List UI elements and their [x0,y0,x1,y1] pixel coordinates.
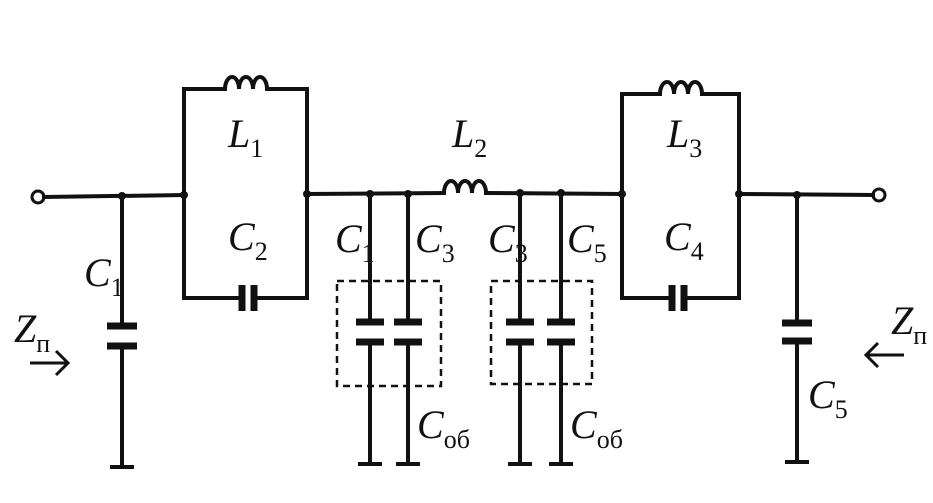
label-c1-left: C1 [84,250,124,302]
junction-dots [118,189,801,200]
label-z-left: Zп [14,306,50,358]
label-cob-right: Cоб [570,402,623,454]
label-c4: C4 [664,214,704,266]
shunt-capacitor-c5 [782,193,812,464]
tank-l1-c2 [182,75,309,311]
main-line [41,190,876,200]
label-c2: C2 [228,214,268,266]
inductor-l2 [441,179,489,196]
varactor-group-left [335,192,443,466]
varactor-group-right [489,191,594,466]
label-c5-box: C5 [567,216,607,268]
label-c5-right: C5 [808,372,848,424]
arrow-left-icon [863,341,904,369]
label-l3: L3 [666,111,702,163]
label-c3-box1: C3 [415,216,455,268]
label-c1-box: C1 [335,216,375,268]
shunt-capacitor-c1 [107,194,137,469]
label-c3-box2: C3 [488,216,528,268]
label-l1: L1 [227,111,263,163]
arrow-right-icon [30,349,71,377]
label-l2: L2 [451,111,487,163]
label-cob-left: Cоб [417,402,470,454]
tank-l3-c4 [620,80,741,311]
label-z-right: Zп [891,298,927,350]
